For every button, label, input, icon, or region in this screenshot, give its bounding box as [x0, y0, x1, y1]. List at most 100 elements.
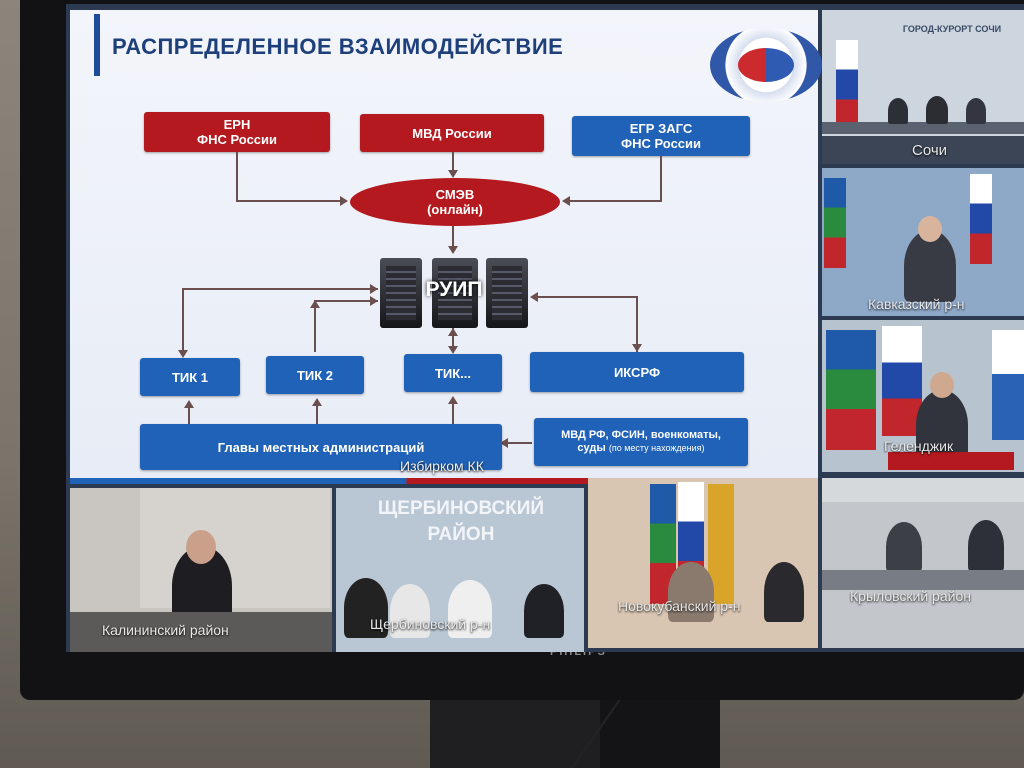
video-tile-sherb: ЩЕРБИНОВСКИЙ РАЙОН Щербиновский р-н	[336, 488, 584, 652]
election-system-logo	[710, 28, 822, 102]
source-zags-line1: ЕГР ЗАГС	[629, 121, 693, 136]
arrow-right-icon	[370, 296, 378, 306]
connector	[570, 200, 662, 202]
smev-node: СМЭВ(онлайн)	[350, 178, 560, 226]
source-zags-line2: ФНС России	[620, 136, 702, 151]
kavkaz-label: Кавказский р-н	[868, 296, 965, 312]
participant	[888, 98, 908, 124]
video-tile-kalinin: Калининский район	[70, 488, 332, 652]
window	[140, 488, 330, 608]
connector	[314, 300, 378, 302]
mvd-rf-note: (по месту нахождения)	[608, 443, 705, 453]
sochi-label: Сочи	[912, 142, 948, 159]
sherb-label: Щербиновский р-н	[370, 616, 491, 632]
video-tile-sochi: ГОРОД-КУРОРТ СОЧИ Сочи	[822, 10, 1024, 164]
connector	[660, 156, 662, 202]
source-mvd-line1: МВД России	[412, 125, 492, 141]
connector	[636, 296, 638, 352]
connector	[536, 296, 636, 298]
participant-face	[918, 216, 942, 242]
ruip-servers	[380, 258, 530, 328]
connector	[452, 398, 454, 424]
smev-line1: СМЭВ	[435, 187, 475, 202]
participant-face	[930, 372, 954, 398]
video-tile-novokub: Новокубанский р-н	[588, 478, 818, 648]
mvd-rf-line1: МВД РФ, ФСИН, военкоматы,	[561, 429, 721, 441]
sochi-wall-text: ГОРОД-КУРОРТ СОЧИ	[902, 24, 1002, 34]
server-rack-icon	[380, 258, 422, 328]
arrow-up-icon	[448, 328, 458, 336]
video-tile-kavkaz: Кавказский р-н	[822, 168, 1024, 316]
flag-icon	[992, 330, 1024, 440]
connector	[236, 152, 238, 202]
gelendzhik-label: Геленджик	[884, 438, 954, 454]
participant	[764, 562, 804, 622]
arrow-up-icon	[312, 398, 322, 406]
server-rack-icon	[432, 258, 478, 328]
arrow-left-icon	[562, 196, 570, 206]
krylov-label: Крыловский район	[850, 588, 971, 604]
speaker-box	[600, 690, 720, 768]
smev-line2: (онлайн)	[427, 202, 483, 217]
participant	[524, 584, 564, 638]
participant	[390, 584, 430, 638]
arrow-up-icon	[310, 300, 320, 308]
connector	[236, 200, 342, 202]
admins-box: Главы местных администраций	[140, 424, 502, 470]
conference-table	[822, 122, 1024, 134]
tik-2-label: ТИК 2	[296, 367, 334, 383]
conference-table	[70, 612, 332, 652]
connector	[182, 288, 184, 352]
connector	[314, 300, 316, 352]
arrow-right-icon	[370, 284, 378, 294]
arrow-down-icon	[178, 350, 188, 358]
kalinin-label: Калининский район	[102, 622, 229, 638]
arrow-up-icon	[184, 400, 194, 408]
arrow-down-icon	[448, 170, 458, 178]
slide-title: РАСПРЕДЕЛЕННОЕ ВЗАИМОДЕЙСТВИЕ	[112, 34, 564, 59]
arrow-down-icon	[448, 346, 458, 354]
arrow-left-icon	[530, 292, 538, 302]
mvd-rf-box: МВД РФ, ФСИН, военкоматы,суды (по месту …	[534, 418, 748, 466]
desk-plate	[888, 452, 1014, 470]
connector	[452, 152, 454, 172]
server-rack-icon	[486, 258, 528, 328]
source-box-mvd: МВД России	[360, 114, 544, 152]
flag-icon	[824, 178, 846, 268]
ruip-label: РУИП	[425, 278, 483, 301]
arrow-right-icon	[340, 196, 348, 206]
flag-icon	[882, 326, 922, 436]
video-tile-gelendzhik: Геленджик	[822, 320, 1024, 472]
arrow-up-icon	[448, 396, 458, 404]
sherb-wall-text: ЩЕРБИНОВСКИЙ РАЙОН	[377, 498, 545, 545]
arrow-down-icon	[632, 344, 642, 352]
participant	[344, 578, 388, 638]
participant-face	[186, 530, 216, 564]
slide-overlay-caption: Избирком КК	[400, 458, 484, 474]
flag-icon	[836, 40, 858, 130]
connector	[182, 288, 378, 290]
tik-box-1: ТИК 1	[140, 358, 240, 396]
tik-3-label: ТИК...	[434, 365, 472, 381]
participant	[916, 390, 968, 460]
flag-icon	[970, 174, 992, 264]
participant	[926, 96, 948, 124]
conference-table	[822, 570, 1024, 590]
novokub-label: Новокубанский р-н	[618, 598, 741, 614]
participant	[904, 230, 956, 302]
source-ern-line2: ФНС России	[196, 132, 278, 147]
iksrf-box: ИКСРФ	[530, 352, 744, 392]
title-accent-bar	[94, 14, 100, 76]
source-ern-line1: ЕРН	[223, 117, 251, 132]
arrow-down-icon	[448, 246, 458, 254]
tile-label-bar	[822, 136, 1024, 164]
connector	[452, 226, 454, 248]
participant	[968, 520, 1004, 572]
video-tile-krylov: Крыловский район	[822, 478, 1024, 648]
connector	[452, 328, 454, 352]
mvd-rf-line2: суды	[577, 442, 606, 454]
